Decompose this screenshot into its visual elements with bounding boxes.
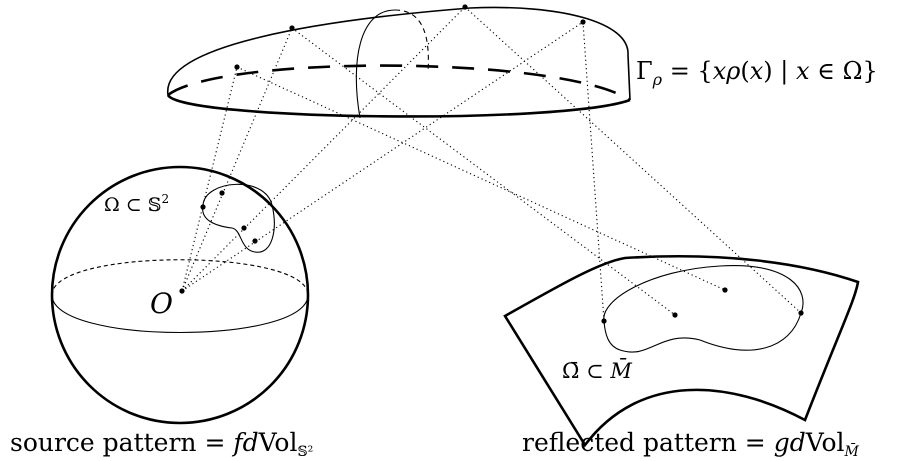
omega-bar-symbol: Ω̄ — [562, 359, 579, 383]
surface-top-outline — [167, 6, 631, 101]
unit-sphere — [50, 165, 310, 425]
source-caption-subscript: 𝕊² — [297, 444, 313, 460]
sphere-outline — [50, 165, 310, 425]
ray — [464, 6, 802, 314]
omega-point — [241, 225, 247, 231]
ray — [181, 6, 466, 292]
omega-point — [252, 238, 258, 244]
surface-point — [234, 64, 240, 70]
target-region-label: Ω̄ ⊂ M̄ — [562, 358, 632, 383]
omega-point — [200, 204, 206, 210]
reflected-caption: reflected pattern = gdVolM̄ — [522, 428, 860, 460]
surface-x1: x — [713, 57, 727, 85]
reflected-caption-g: g — [774, 428, 790, 457]
source-caption-d: d — [243, 428, 259, 457]
gamma-symbol: Γ — [636, 57, 653, 85]
target-point — [798, 310, 804, 316]
origin-label: O — [150, 287, 173, 320]
surface-front-rim — [166, 94, 631, 118]
target-point — [601, 318, 607, 324]
source-caption-text: source pattern = — [10, 428, 233, 457]
omega-region-outline — [202, 183, 275, 253]
surface-inner-curve-solid — [355, 9, 396, 119]
ray — [582, 21, 605, 322]
ray — [181, 21, 584, 292]
surface-paren-open: ( — [740, 57, 749, 85]
omega-point — [219, 190, 225, 196]
surface-x3: x — [796, 57, 810, 85]
surface-point — [289, 25, 295, 31]
source-caption-f: f — [231, 428, 246, 457]
origin-point — [179, 288, 185, 294]
source-caption: source pattern = fdVol𝕊² — [10, 428, 313, 460]
reflected-caption-text: reflected pattern = — [522, 428, 774, 457]
reflector-surface — [166, 6, 631, 119]
surface-x2: x — [750, 57, 764, 85]
target-surface — [503, 254, 860, 448]
target-point — [722, 287, 728, 293]
reflected-caption-vol: Vol — [805, 428, 845, 457]
m-bar-symbol: M̄ — [609, 358, 632, 383]
surface-label: Γρ = {xρ(x) | x ∈ Ω} — [636, 57, 878, 89]
target-subset-symbol: ⊂ — [579, 359, 610, 383]
source-caption-vol: Vol — [258, 428, 298, 457]
target-surface-outline — [503, 254, 860, 448]
surface-paren-close: ) | — [763, 57, 796, 86]
surface-back-rim-dashed — [167, 64, 631, 102]
surface-inner-curve-dashed — [394, 9, 429, 73]
target-region-outline — [603, 265, 804, 353]
ray — [291, 27, 676, 316]
surface-point — [462, 4, 468, 10]
surface-rho: ρ — [725, 57, 740, 85]
reflection-rays — [181, 6, 802, 322]
target-point — [672, 312, 678, 318]
reflected-caption-subscript: M̄ — [844, 442, 860, 460]
points — [179, 4, 804, 324]
surface-in-omega: ∈ Ω} — [810, 57, 878, 85]
surface-point — [580, 19, 586, 25]
sphere-equator-front — [51, 294, 309, 333]
omega-text: Ω ⊂ 𝕊 — [104, 194, 161, 216]
reflected-caption-d: d — [790, 428, 806, 457]
sphere-equator-back — [51, 259, 309, 296]
gamma-subscript: ρ — [652, 70, 663, 89]
surface-definition-open: = { — [662, 57, 713, 85]
omega-label: Ω ⊂ 𝕊2 — [104, 192, 169, 216]
omega-superscript: 2 — [161, 192, 169, 206]
ray — [181, 66, 238, 292]
